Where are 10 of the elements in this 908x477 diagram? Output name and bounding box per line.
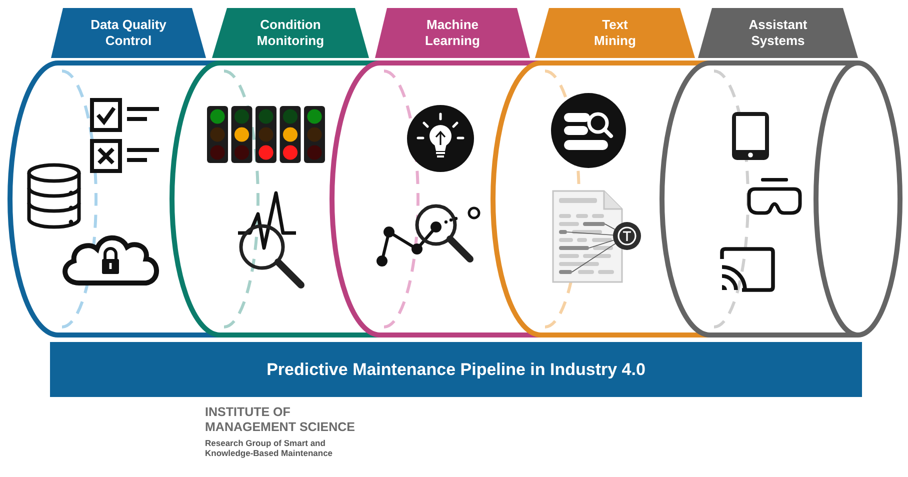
segment-title: Condition Monitoring	[256, 17, 326, 49]
segment-title: Text Mining	[593, 17, 637, 49]
institute-name: INSTITUTE OF MANAGEMENT SCIENCE	[205, 405, 356, 435]
pipe-segment	[660, 8, 902, 338]
research-group-name: Research Group of Smart and Knowledge-Based Maintenance	[205, 438, 334, 458]
banner-title: Predictive Maintenance Pipeline in Industry 4.0	[266, 359, 646, 380]
title-banner	[50, 342, 862, 397]
segment-title: Assistant Systems	[748, 17, 808, 49]
segment-title: Machine Learning	[424, 17, 481, 49]
segment-title: Data Quality Control	[90, 17, 168, 49]
